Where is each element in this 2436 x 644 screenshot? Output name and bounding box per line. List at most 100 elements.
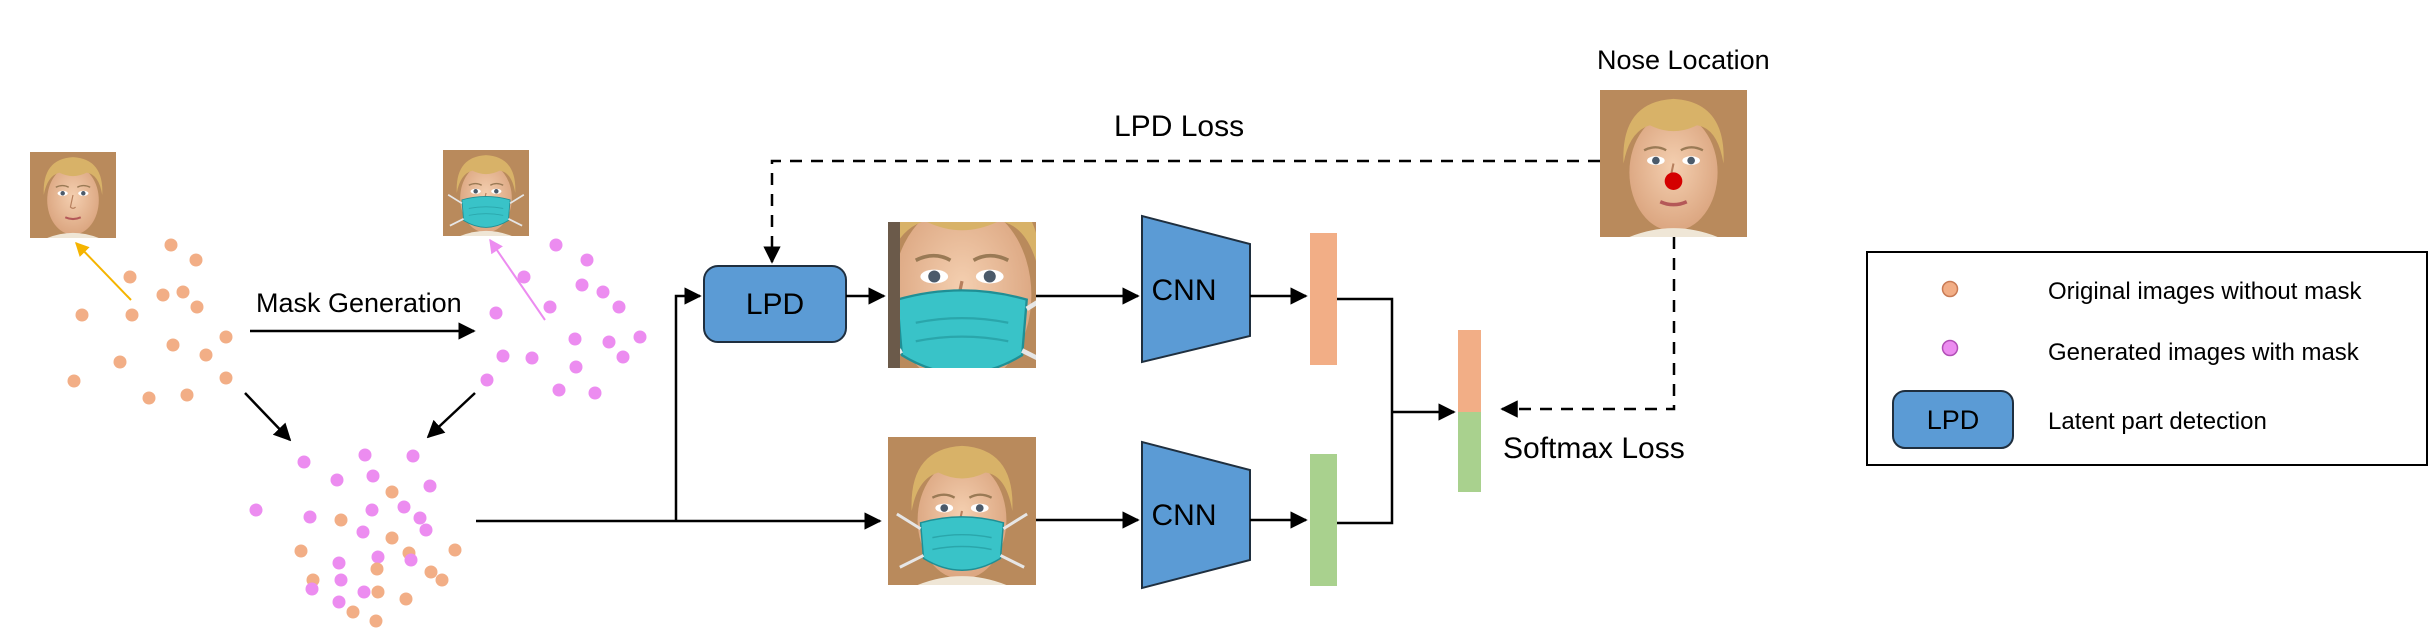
mask-generation-label: Mask Generation bbox=[256, 288, 462, 318]
pink-dot bbox=[569, 360, 583, 374]
orange-dot bbox=[166, 338, 180, 352]
orange-dot bbox=[435, 573, 449, 587]
pink-dot bbox=[549, 238, 563, 252]
pink-dot bbox=[357, 585, 371, 599]
branch-to-lpd bbox=[674, 287, 702, 521]
pink-dot bbox=[552, 383, 566, 397]
orange-feature-bar bbox=[1310, 233, 1337, 365]
cnn-block-bottom: CNN bbox=[1141, 440, 1251, 590]
pink-dot bbox=[543, 300, 557, 314]
orange-dot bbox=[123, 270, 137, 284]
orange-dot bbox=[189, 253, 203, 267]
mixed-images-cluster bbox=[249, 448, 462, 628]
pink-dot bbox=[517, 270, 531, 284]
legend-item-generated: Generated images with mask bbox=[2048, 339, 2360, 366]
face-with-nose-marker-icon bbox=[1598, 88, 1749, 239]
pink-dot bbox=[334, 573, 348, 587]
orange-dot bbox=[399, 592, 413, 606]
pink-dot bbox=[303, 510, 317, 524]
orange-dot bbox=[385, 485, 399, 499]
orange-dot bbox=[125, 308, 139, 322]
legend-item-original: Original images without mask bbox=[2048, 278, 2362, 305]
cnn-bottom-label: CNN bbox=[1152, 499, 1217, 532]
pink-dot bbox=[305, 582, 319, 596]
pink-dot bbox=[406, 449, 420, 463]
pink-dot-icon bbox=[1941, 339, 1959, 357]
pink-dot bbox=[633, 330, 647, 344]
pink-dot bbox=[480, 373, 494, 387]
pink-dot bbox=[371, 550, 385, 564]
pink-dot bbox=[423, 479, 437, 493]
pink-dot bbox=[332, 556, 346, 570]
lpd-block-label: LPD bbox=[746, 288, 804, 321]
pink-dot bbox=[413, 511, 427, 525]
lpd-loss-dashed-line bbox=[763, 159, 1600, 264]
pink-dot bbox=[356, 525, 370, 539]
pink-dot bbox=[332, 595, 346, 609]
merge-arrow-right bbox=[426, 392, 476, 439]
pink-dot bbox=[358, 448, 372, 462]
pink-dot bbox=[404, 553, 418, 567]
pink-dot bbox=[588, 386, 602, 400]
masked-face-photo-icon bbox=[441, 148, 531, 238]
orange-dot bbox=[156, 288, 170, 302]
feature-merge-bracket bbox=[1337, 297, 1394, 525]
pink-dot bbox=[297, 455, 311, 469]
pink-dot bbox=[525, 351, 539, 365]
orange-dot-icon bbox=[1941, 280, 1959, 298]
orange-dot bbox=[369, 614, 383, 628]
nose-to-softmax-dashed-line bbox=[1500, 237, 1676, 418]
masked-face-photo-icon bbox=[886, 435, 1038, 587]
original-images-cluster bbox=[28, 150, 233, 405]
orange-dot bbox=[190, 300, 204, 314]
cropped-eye-region-icon bbox=[888, 222, 1077, 368]
nose-location-label: Nose Location bbox=[1597, 45, 1770, 75]
pink-dot bbox=[596, 285, 610, 299]
orange-dot bbox=[75, 308, 89, 322]
face-photo-icon bbox=[28, 150, 118, 240]
lpd-block: LPD bbox=[703, 265, 847, 343]
orange-dot bbox=[346, 605, 360, 619]
lpd-loss-label: LPD Loss bbox=[1114, 110, 1244, 143]
orange-dot bbox=[370, 562, 384, 576]
orange-dot bbox=[176, 285, 190, 299]
orange-pointer-arrow bbox=[75, 241, 132, 301]
pink-dot bbox=[580, 253, 594, 267]
orange-dot bbox=[180, 388, 194, 402]
pink-dot bbox=[249, 503, 263, 517]
orange-dot bbox=[294, 544, 308, 558]
orange-dot bbox=[199, 348, 213, 362]
orange-dot bbox=[113, 355, 127, 369]
orange-dot bbox=[142, 391, 156, 405]
orange-dot bbox=[219, 330, 233, 344]
generated-images-cluster bbox=[441, 148, 647, 400]
pink-dot bbox=[575, 278, 589, 292]
orange-dot bbox=[424, 565, 438, 579]
cnn-block-top: CNN bbox=[1141, 214, 1251, 364]
orange-dot bbox=[385, 531, 399, 545]
pink-dot bbox=[568, 332, 582, 346]
legend: Original images without mask Generated i… bbox=[1866, 251, 2428, 466]
pink-dot bbox=[330, 473, 344, 487]
lpd-legend-box-icon bbox=[1892, 390, 2014, 449]
pink-dot bbox=[602, 335, 616, 349]
pink-pointer-arrow bbox=[489, 238, 546, 321]
pink-dot bbox=[489, 306, 503, 320]
pink-dot bbox=[612, 300, 626, 314]
orange-dot bbox=[219, 371, 233, 385]
legend-lpd-box-label: LPD bbox=[1927, 405, 1980, 435]
pink-dot bbox=[365, 503, 379, 517]
green-feature-bar bbox=[1310, 454, 1337, 586]
pink-dot bbox=[397, 500, 411, 514]
concat-orange-segment bbox=[1458, 330, 1481, 412]
pink-dot bbox=[616, 350, 630, 364]
pink-dot bbox=[496, 349, 510, 363]
orange-dot bbox=[67, 374, 81, 388]
cnn-top-label: CNN bbox=[1152, 274, 1217, 307]
softmax-loss-label: Softmax Loss bbox=[1503, 432, 1685, 465]
orange-dot bbox=[164, 238, 178, 252]
pink-dot bbox=[366, 469, 380, 483]
pink-dot bbox=[419, 523, 433, 537]
legend-item-lpd: Latent part detection bbox=[2048, 408, 2267, 435]
